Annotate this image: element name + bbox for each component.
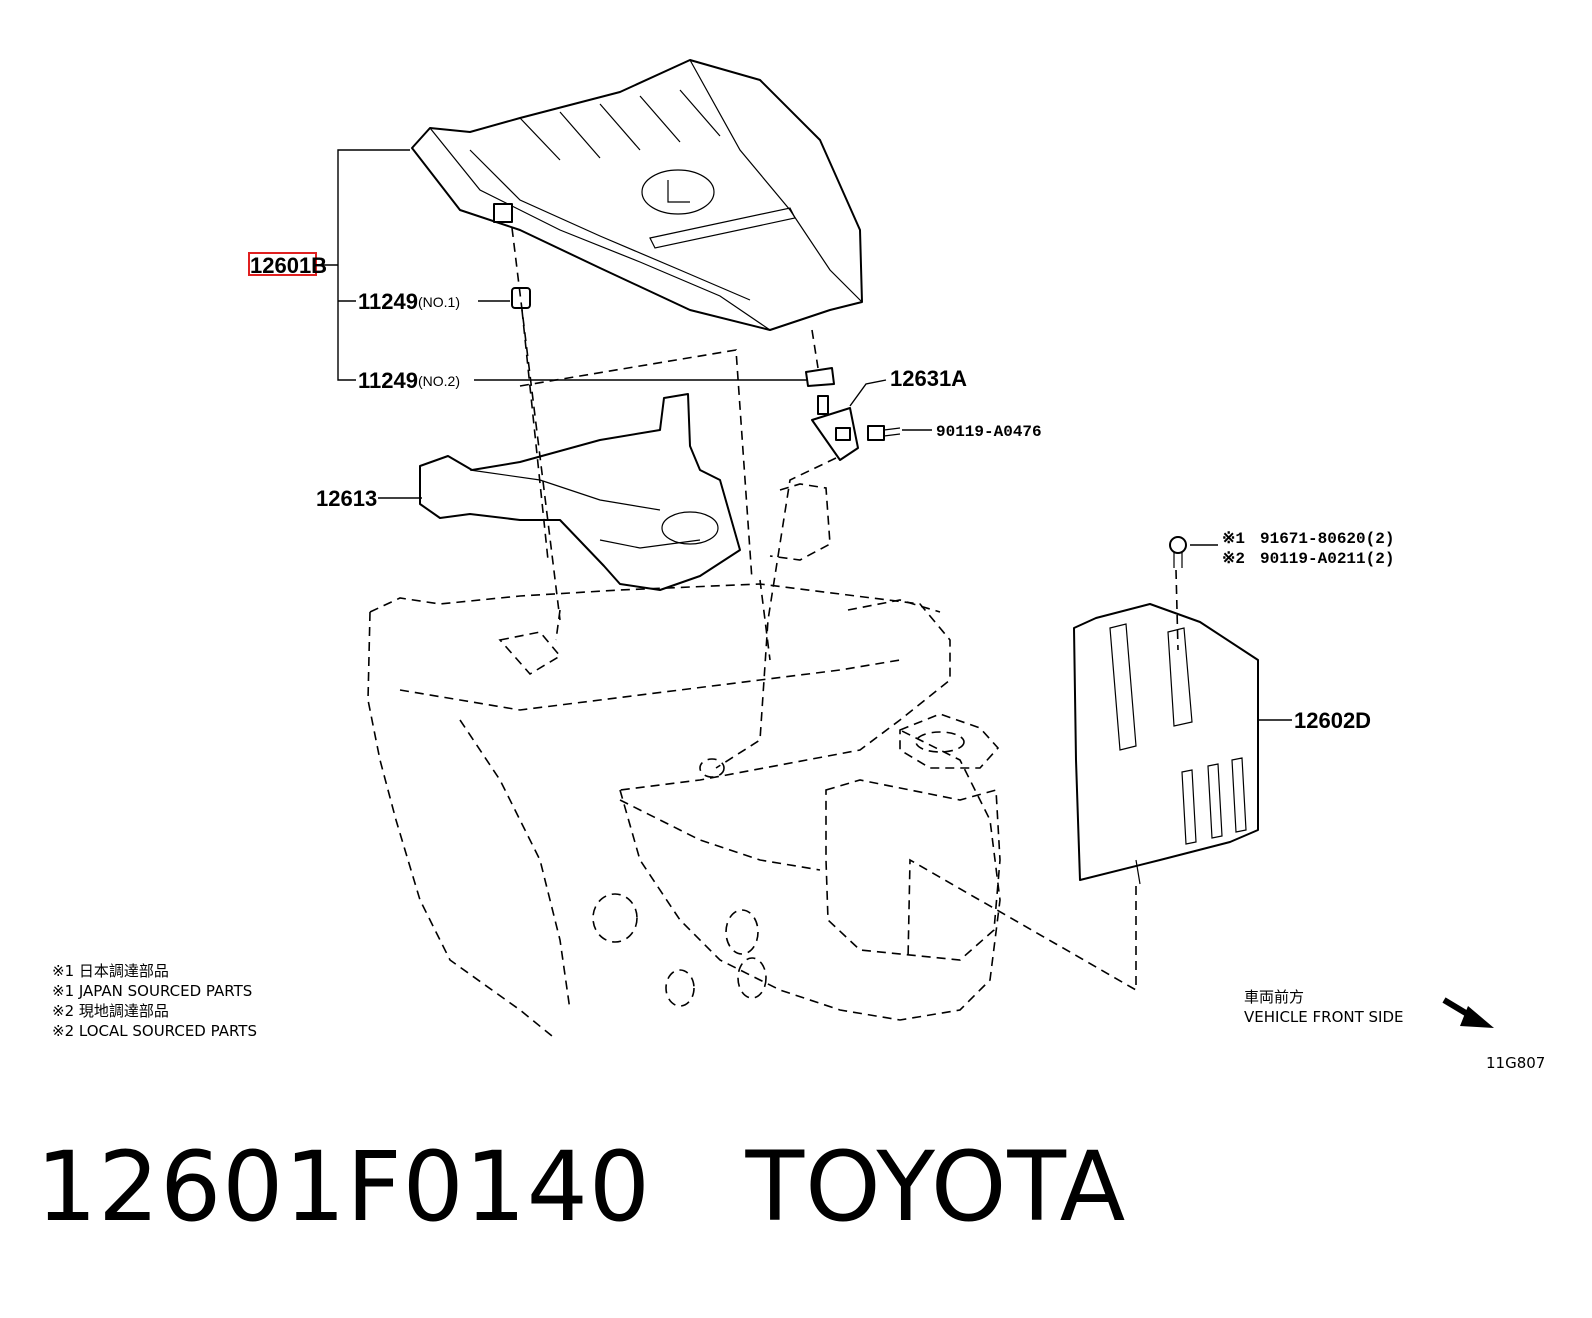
note-line: ※2 現地調達部品 (52, 1002, 169, 1020)
note-line: ※2 LOCAL SOURCED PARTS (52, 1022, 257, 1040)
label-intake-cover[interactable]: 12613 (316, 486, 377, 511)
label-side-cover[interactable]: 12602D (1294, 708, 1371, 733)
intake-cover-shape (419, 393, 741, 591)
label-cushion-no2[interactable]: 11249 (358, 368, 418, 393)
bracket-shape (811, 395, 859, 461)
note-line: ※1 JAPAN SOURCED PARTS (52, 982, 252, 1000)
label-clip-2-mark: ※2 (1222, 550, 1245, 568)
front-side-en: VEHICLE FRONT SIDE (1244, 1008, 1404, 1026)
note-line: ※1 日本調達部品 (52, 962, 169, 980)
label-clip-2[interactable]: 90119-A0211(2) (1260, 550, 1394, 568)
caption-part-number: 12601F0140 (36, 1131, 651, 1243)
leader-lines (318, 149, 1292, 721)
label-cushion-no1-suffix: (NO.1) (418, 294, 460, 310)
label-clip-1[interactable]: 91671-80620(2) (1260, 530, 1394, 548)
clip-shape (1169, 536, 1187, 568)
bolt-shape (867, 425, 901, 441)
arrow-front-icon (1442, 997, 1494, 1028)
label-engine-cover[interactable]: 12601B (250, 253, 327, 278)
engine-block (367, 483, 1001, 1037)
assembly-lines (511, 227, 1179, 992)
side-cover-shape (1073, 603, 1259, 885)
front-side-jp: 車両前方 (1244, 988, 1304, 1006)
caption: 12601F0140 TOYOTA (36, 1132, 1126, 1242)
caption-brand: TOYOTA (745, 1131, 1127, 1243)
label-cushion-no2-suffix: (NO.2) (418, 373, 460, 389)
label-cushion-no1[interactable]: 11249 (358, 289, 418, 314)
label-bracket[interactable]: 12631A (890, 366, 967, 391)
engine-cover[interactable] (411, 59, 863, 331)
lexus-logo-icon (641, 169, 715, 215)
figure-code: 11G807 (1486, 1054, 1545, 1072)
label-clip-1-mark: ※1 (1222, 530, 1245, 548)
cushion-no2-shape (805, 367, 835, 387)
label-bolt[interactable]: 90119-A0476 (936, 423, 1042, 441)
highlight-box (248, 252, 317, 276)
